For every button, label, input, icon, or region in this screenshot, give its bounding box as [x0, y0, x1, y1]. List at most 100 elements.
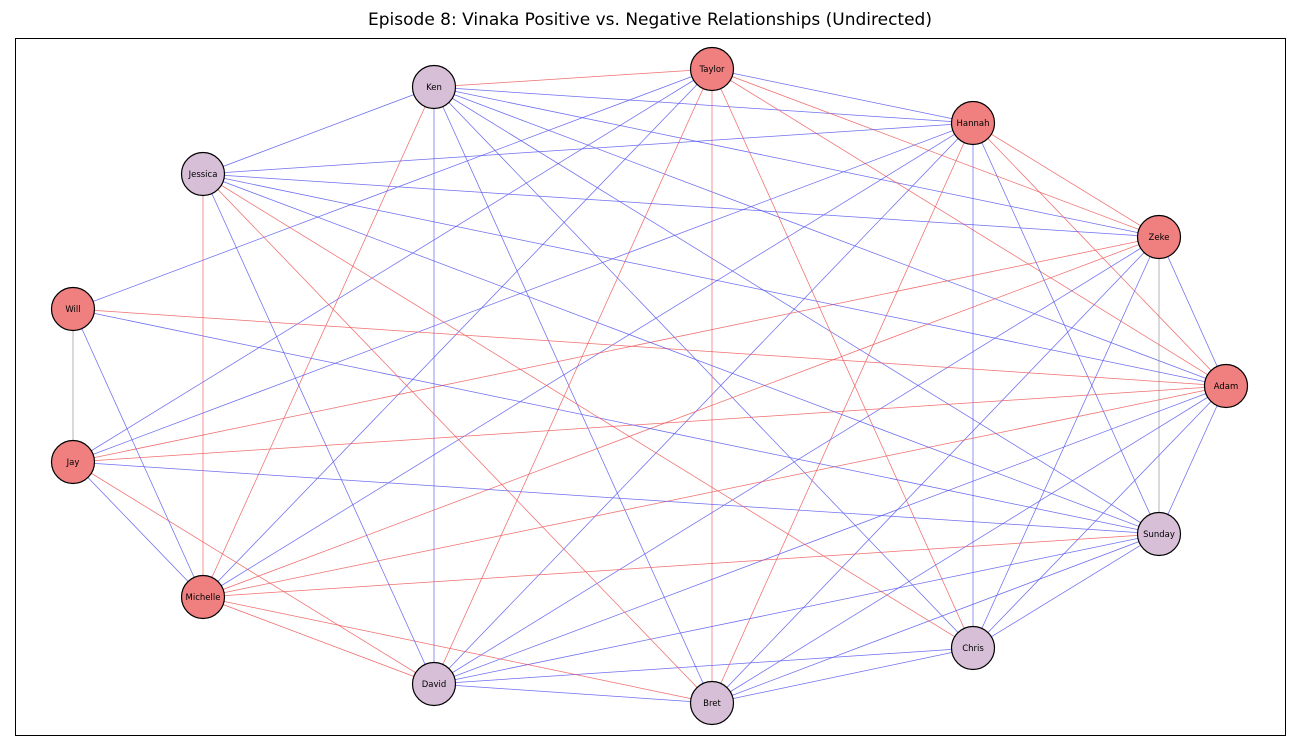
edge-adam-michelle [202, 385, 1227, 598]
edge-taylor-adam [711, 68, 1227, 387]
node-circle [1136, 214, 1182, 260]
node-circle [411, 64, 457, 110]
node-will[interactable]: Will [50, 286, 96, 332]
edge-adam-sunday [1158, 385, 1227, 535]
edge-hannah-jessica [202, 122, 974, 175]
edge-sunday-david [433, 533, 1160, 685]
edge-chris-david [433, 647, 974, 685]
node-circle [50, 439, 96, 485]
plot-frame [15, 38, 1286, 736]
edge-adam-jessica [202, 173, 1227, 387]
edge-bret-david [433, 683, 713, 704]
edge-hannah-michelle [202, 122, 974, 598]
edge-hannah-zeke [972, 122, 1160, 238]
node-circle [689, 46, 735, 92]
node-david[interactable]: David [411, 661, 457, 707]
node-bret[interactable]: Bret [689, 680, 735, 726]
edge-zeke-jay [72, 236, 1160, 463]
edge-ken-adam [433, 86, 1227, 387]
edge-taylor-chris [711, 68, 974, 649]
edge-adam-chris [972, 385, 1227, 649]
edge-david-jessica [202, 173, 435, 685]
node-circle [689, 680, 735, 726]
edges-layer [72, 68, 1227, 704]
edge-ken-michelle [202, 86, 435, 598]
node-label: Will [65, 305, 80, 315]
node-circle [950, 625, 996, 671]
edge-sunday-jay [72, 461, 1160, 535]
node-label: Hannah [957, 119, 990, 129]
edge-sunday-michelle [202, 533, 1160, 598]
node-circle [180, 574, 226, 620]
edge-sunday-bret [711, 533, 1160, 704]
edge-taylor-michelle [202, 68, 713, 598]
edge-ken-sunday [433, 86, 1160, 535]
edge-hannah-jay [72, 122, 974, 463]
edge-hannah-adam [972, 122, 1227, 387]
edge-michelle-jay [72, 461, 204, 598]
edge-ken-bret [433, 86, 713, 704]
edge-chris-jessica [202, 173, 974, 649]
node-label: Chris [962, 644, 984, 654]
edge-zeke-bret [711, 236, 1160, 704]
node-jay[interactable]: Jay [50, 439, 96, 485]
node-circle [1136, 511, 1182, 557]
edge-david-michelle [202, 596, 435, 685]
edge-bret-jessica [202, 173, 713, 704]
node-adam[interactable]: Adam [1203, 363, 1249, 409]
edge-zeke-chris [972, 236, 1160, 649]
edge-adam-david [433, 385, 1227, 685]
node-chris[interactable]: Chris [950, 625, 996, 671]
edge-taylor-zeke [711, 68, 1160, 238]
node-zeke[interactable]: Zeke [1136, 214, 1182, 260]
node-hannah[interactable]: Hannah [950, 100, 996, 146]
edge-ken-jessica [202, 86, 435, 175]
edge-taylor-will [72, 68, 713, 310]
node-circle [180, 151, 226, 197]
edge-hannah-bret [711, 122, 974, 704]
edge-adam-bret [711, 385, 1227, 704]
node-label: Jessica [188, 170, 218, 180]
node-label: Sunday [1143, 530, 1175, 540]
edge-sunday-jessica [202, 173, 1160, 535]
edge-michelle-will [72, 308, 204, 598]
node-label: David [422, 680, 447, 690]
node-label: Jay [66, 458, 80, 468]
node-ken[interactable]: Ken [411, 64, 457, 110]
edge-sunday-will [72, 308, 1160, 535]
edge-bret-michelle [202, 596, 713, 704]
node-jessica[interactable]: Jessica [180, 151, 226, 197]
edge-ken-zeke [433, 86, 1160, 238]
edge-hannah-sunday [972, 122, 1160, 535]
node-circle [50, 286, 96, 332]
node-taylor[interactable]: Taylor [689, 46, 735, 92]
edge-sunday-chris [972, 533, 1160, 649]
node-circle [411, 661, 457, 707]
node-label: Adam [1214, 382, 1239, 392]
node-label: Michelle [186, 593, 221, 603]
node-label: Zeke [1149, 233, 1170, 243]
edge-hannah-david [433, 122, 974, 685]
node-michelle[interactable]: Michelle [180, 574, 226, 620]
edge-adam-will [72, 308, 1227, 387]
diagram-title: Episode 8: Vinaka Positive vs. Negative … [368, 10, 932, 30]
edge-ken-chris [433, 86, 974, 649]
edge-taylor-jay [72, 68, 713, 463]
node-circle [1203, 363, 1249, 409]
edge-david-jay [72, 461, 435, 685]
node-circle [950, 100, 996, 146]
edge-zeke-michelle [202, 236, 1160, 598]
node-label: Ken [426, 83, 442, 93]
edge-taylor-hannah [711, 68, 974, 124]
edge-taylor-david [433, 68, 713, 685]
node-label: Taylor [698, 65, 725, 75]
edge-adam-jay [72, 385, 1227, 463]
edge-ken-hannah [433, 86, 974, 124]
edge-chris-bret [711, 647, 974, 704]
edge-zeke-adam [1158, 236, 1227, 387]
edge-zeke-jessica [202, 173, 1160, 238]
node-sunday[interactable]: Sunday [1136, 511, 1182, 557]
node-label: Bret [703, 699, 721, 709]
